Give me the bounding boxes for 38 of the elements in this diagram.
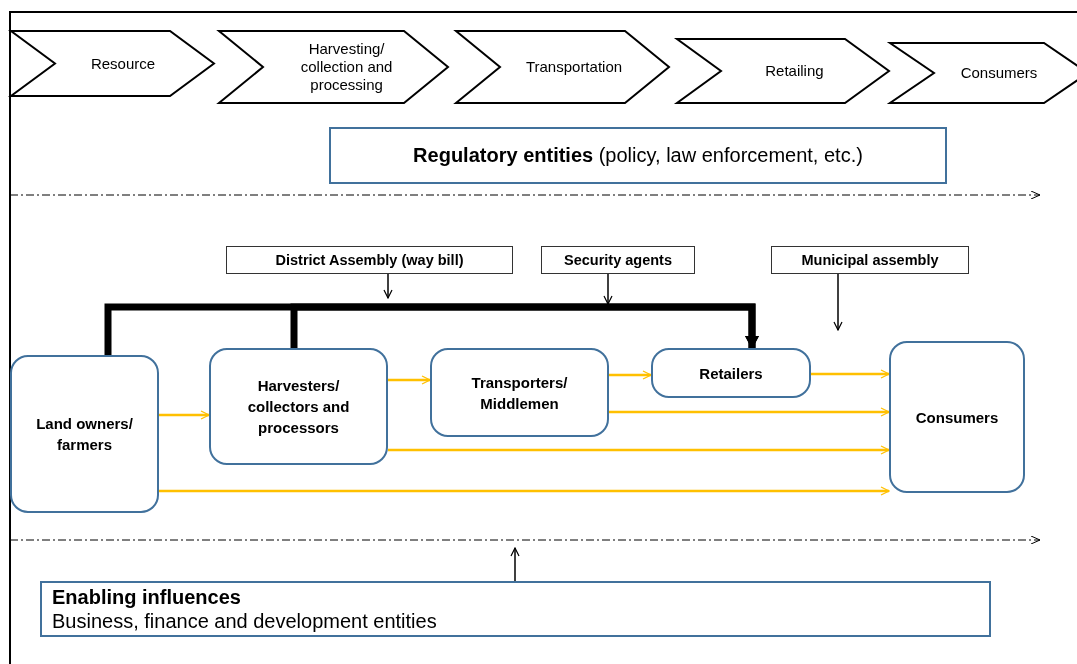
arrow	[290, 303, 759, 349]
arrow	[603, 273, 613, 305]
entity-box	[10, 355, 159, 513]
arrow	[833, 273, 843, 331]
entity-box	[651, 348, 811, 398]
stage-label: Harvesting/ collection and processing	[299, 40, 394, 94]
entity-box	[889, 341, 1025, 493]
arrow	[159, 486, 890, 496]
entity-box	[40, 581, 991, 637]
stage-label: Retailing	[764, 62, 825, 80]
stage-label: Resource	[89, 54, 157, 73]
entity-box	[541, 246, 695, 274]
stage-label: Consumers	[959, 64, 1039, 82]
box-heading: Enabling influences	[52, 585, 241, 609]
box-text: Security agents	[564, 252, 672, 268]
arrow	[609, 407, 890, 417]
arrow	[609, 370, 652, 380]
box-text: Business, finance and development entities	[52, 609, 437, 633]
entity-box	[430, 348, 609, 437]
box-text: Consumers	[914, 407, 1000, 428]
box-text: District Assembly (way bill)	[275, 252, 464, 268]
arrow	[383, 273, 393, 299]
box-text: Regulatory entities (policy, law enforcement, etc.)	[413, 144, 863, 167]
box-text: Land owners/ farmers	[35, 414, 134, 455]
arrow	[388, 445, 890, 455]
box-text: Municipal assembly	[801, 252, 939, 268]
entity-box	[329, 127, 947, 184]
arrow	[159, 410, 210, 420]
entity-box	[771, 246, 969, 274]
box-text: Transporters/ Middlemen	[470, 372, 569, 414]
arrow	[510, 547, 520, 582]
entity-box	[209, 348, 388, 465]
box-text: Retailers	[698, 363, 764, 384]
arrow	[388, 375, 431, 385]
box-text: Harvesters/ collectors and processors	[246, 376, 351, 438]
arrow	[811, 369, 890, 379]
stage-label: Transportation	[524, 58, 624, 76]
entity-box	[226, 246, 513, 274]
